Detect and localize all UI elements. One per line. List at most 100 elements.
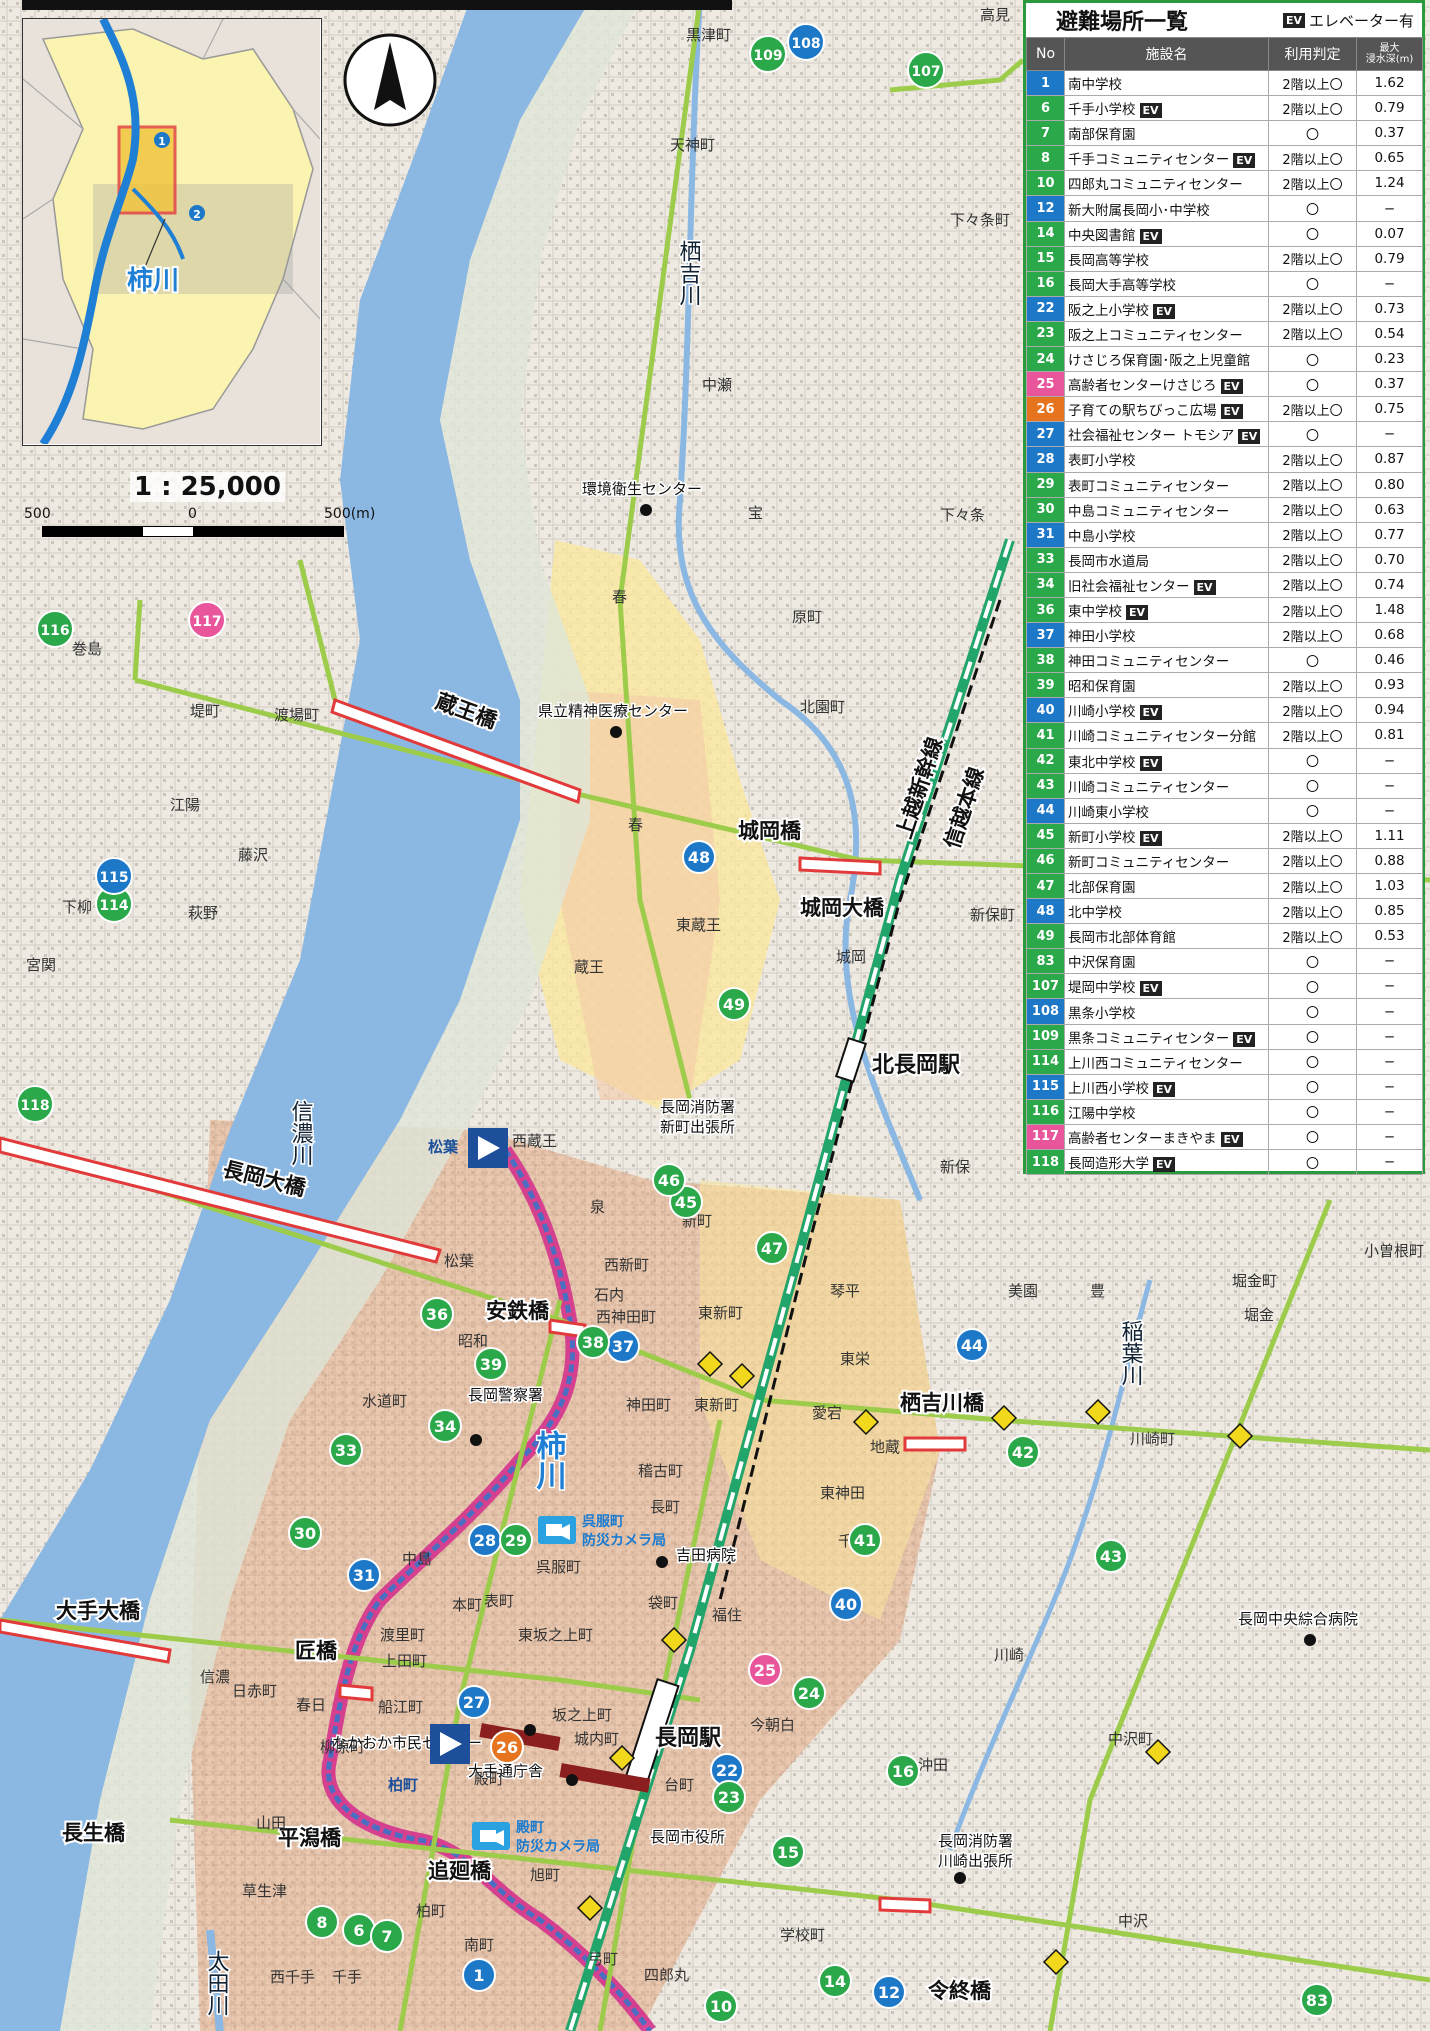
place-label: 台町 [664,1776,694,1794]
shelter-marker[interactable]: 16 [886,1754,920,1788]
row-name: 表町小学校 [1064,446,1269,473]
row-no: 40 [1026,697,1065,724]
inset-map-graphic: 1 2 柿川 [22,17,321,447]
row-no: 114 [1026,1048,1065,1075]
shelter-marker[interactable]: 23 [712,1780,746,1814]
camera-station-gofukucho[interactable]: 呉服町 防災カメラ局 [538,1514,666,1549]
shelter-marker[interactable]: 26 [490,1730,524,1764]
place-label: 宝 [748,504,763,522]
shelter-marker[interactable]: 29 [499,1523,533,1557]
bridge-label-oimawashi: 追廻橋 [428,1859,492,1883]
shelter-marker[interactable]: 24 [792,1676,826,1710]
shelter-marker[interactable]: 10 [704,1989,738,2023]
row-name: けさじろ保育園･阪之上児童館 [1064,346,1269,373]
shelter-marker[interactable]: 30 [288,1516,322,1550]
bridge-label-sukiyoshigawa: 栖吉川橋 [900,1391,985,1415]
svg-text:118: 118 [20,1098,49,1114]
shelter-marker[interactable]: 8 [305,1905,339,1939]
row-no: 15 [1026,245,1065,272]
shelter-marker[interactable]: 83 [1300,1983,1334,2017]
shelter-marker[interactable]: 34 [428,1409,462,1443]
shelter-marker[interactable]: 40 [829,1587,863,1621]
place-label: 下々条町 [950,211,1010,229]
shelter-marker[interactable]: 41 [848,1523,882,1557]
shelter-marker[interactable]: 37 [606,1329,640,1363]
place-label: 石内 [594,1286,624,1304]
row-judge: 2階以上〇 [1268,672,1357,699]
shelter-marker[interactable]: 6 [342,1913,376,1947]
shelter-marker[interactable]: 7 [370,1919,404,1953]
shelter-marker[interactable]: 42 [1006,1435,1040,1469]
water-gauge-matsuba[interactable]: 松葉 [428,1128,508,1168]
shelter-marker[interactable]: 12 [872,1975,906,2009]
shelter-marker[interactable]: 48 [682,840,716,874]
row-depth: 0.73 [1356,295,1423,322]
shinano-riverbank [60,0,640,2031]
ev-badge: EV [1153,303,1176,319]
place-label: 下柳 [62,898,92,916]
ev-note: EV エレベーター有 [1279,10,1414,31]
svg-text:39: 39 [480,1355,502,1374]
svg-text:7: 7 [381,1927,392,1946]
camera-station-tonomachi[interactable]: 殿町 防災カメラ局 [472,1820,600,1855]
shelter-marker[interactable]: 15 [771,1835,805,1869]
shelter-marker[interactable]: 116 [36,610,74,648]
shelter-marker[interactable]: 28 [468,1523,502,1557]
place-label: 中瀬 [702,376,732,394]
svg-text:1: 1 [158,135,166,148]
shelter-marker[interactable]: 43 [1094,1539,1128,1573]
shelter-marker[interactable]: 27 [457,1685,491,1719]
shelter-marker[interactable]: 25 [748,1653,782,1687]
shelter-marker[interactable]: 108 [787,23,825,61]
svg-text:49: 49 [723,995,745,1014]
place-label: 春 [612,588,627,606]
row-depth: 0.80 [1356,471,1423,498]
row-no: 33 [1026,546,1065,573]
river-label-sukiyoshi: 栖吉川 [676,240,702,306]
shelter-marker[interactable]: 118 [16,1085,54,1123]
north-arrow-icon [343,33,437,127]
svg-text:長岡市役所: 長岡市役所 [650,1828,725,1846]
city-hall-shape [559,1763,651,1793]
shelter-marker[interactable]: 107 [907,51,945,89]
shelter-marker[interactable]: 109 [749,35,787,73]
place-label: 豊 [1090,1282,1105,1300]
shelter-marker[interactable]: 46 [652,1163,686,1197]
shelter-marker[interactable]: 14 [818,1964,852,1998]
svg-text:28: 28 [474,1531,496,1550]
shelter-marker[interactable]: 38 [576,1325,610,1359]
row-judge: 2階以上〇 [1268,95,1357,122]
shelter-marker[interactable]: 114 [95,885,133,923]
shelter-marker[interactable]: 49 [717,987,751,1021]
svg-text:大手通庁舎: 大手通庁舎 [468,1762,543,1780]
shelter-marker[interactable]: 33 [329,1433,363,1467]
row-depth: − [1356,747,1423,774]
row-depth: − [1356,195,1423,222]
shelter-marker[interactable]: 44 [955,1328,989,1362]
shelter-marker[interactable]: 31 [347,1558,381,1592]
river-label-kaki: 柿川 [531,1429,567,1490]
shelter-marker[interactable]: 1 [462,1958,496,1992]
shelter-marker[interactable]: 117 [188,601,226,639]
shelter-marker[interactable]: 47 [755,1231,789,1265]
row-name: 黒条小学校 [1064,998,1269,1025]
shelter-marker[interactable]: 115 [95,857,133,895]
ev-badge: EV [1139,981,1162,997]
svg-text:長岡中央綜合病院: 長岡中央綜合病院 [1238,1610,1358,1628]
row-judge: 2階以上〇 [1268,923,1357,950]
row-no: 29 [1026,471,1065,498]
ev-badge: EV [1220,404,1243,420]
svg-text:46: 46 [658,1171,680,1190]
shelter-marker[interactable]: 39 [474,1347,508,1381]
water-gauge-kashiwamachi[interactable]: 柏町 [388,1724,470,1794]
shelter-marker[interactable]: 36 [420,1297,454,1331]
